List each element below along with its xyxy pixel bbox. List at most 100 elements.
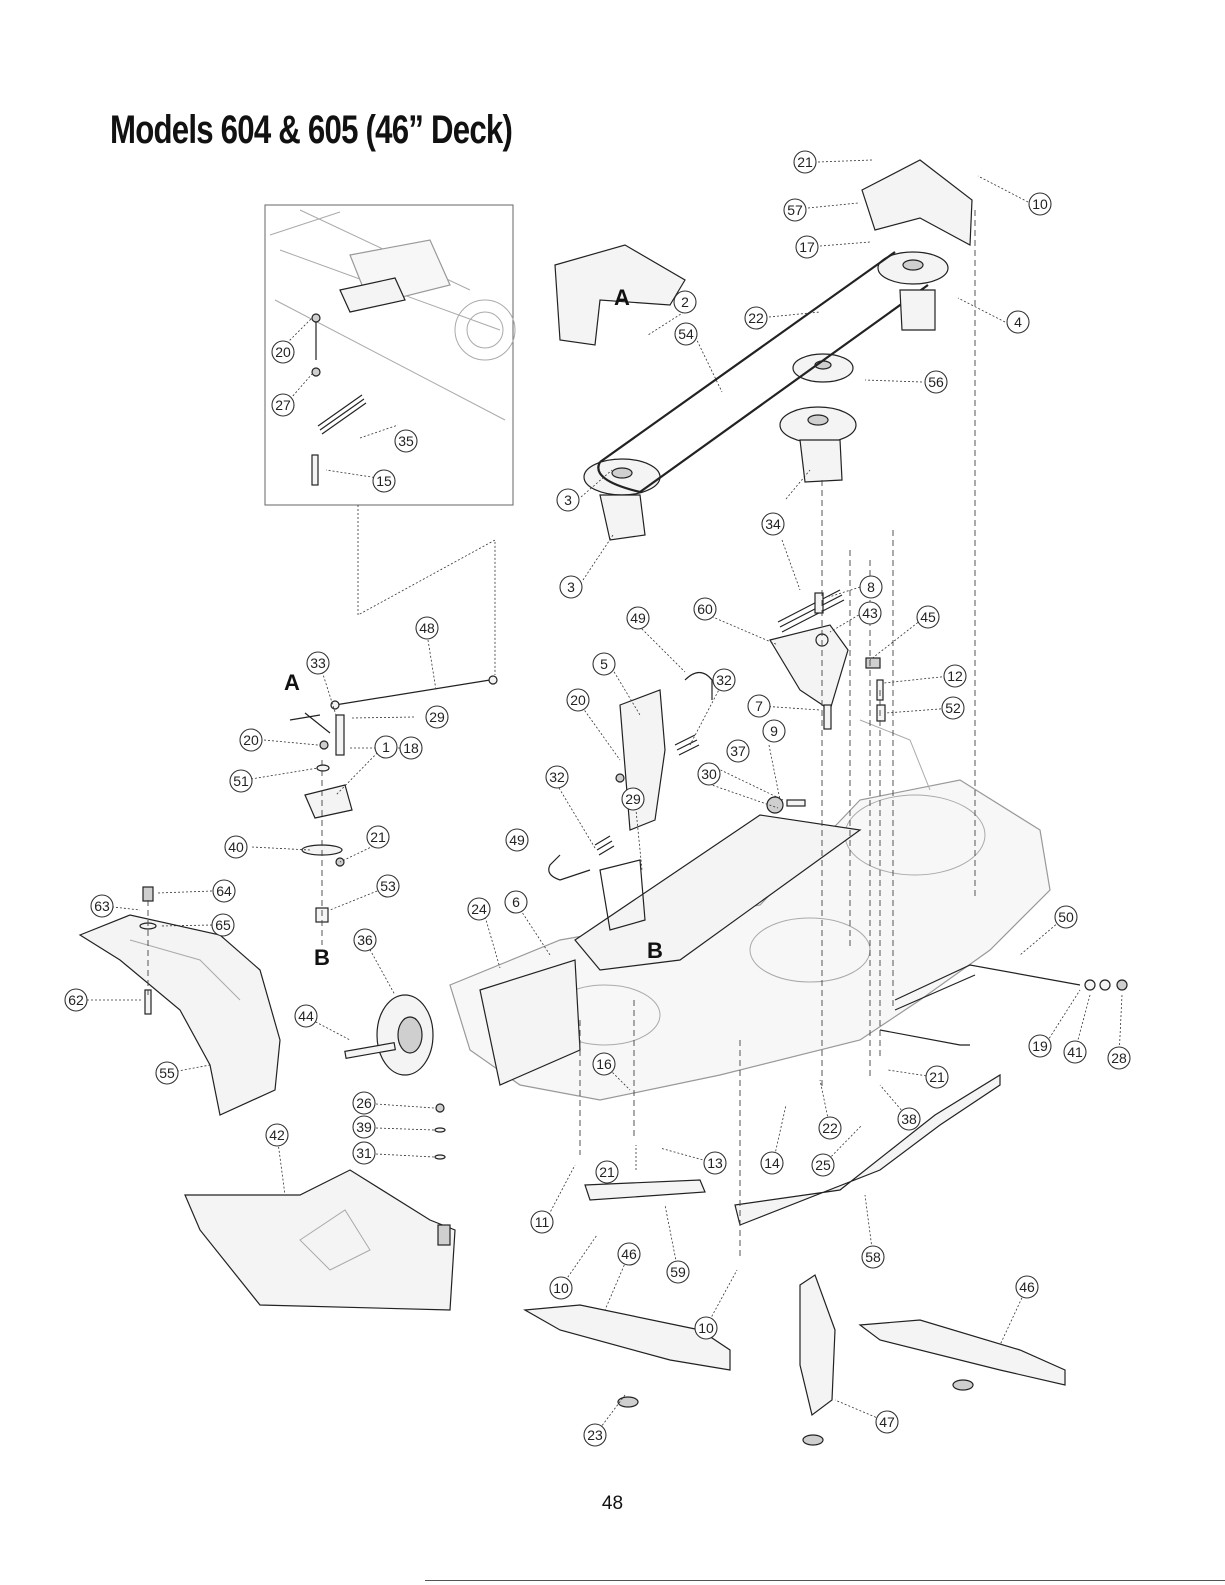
callout-45[interactable]: 45	[917, 606, 939, 628]
callout-28[interactable]: 28	[1108, 1047, 1130, 1069]
callout-2[interactable]: 2	[674, 291, 696, 313]
callout-10[interactable]: 10	[1029, 193, 1051, 215]
callout-42[interactable]: 42	[266, 1124, 288, 1146]
callout-12[interactable]: 12	[944, 665, 966, 687]
callout-20[interactable]: 20	[240, 729, 262, 751]
callout-3[interactable]: 3	[560, 576, 582, 598]
callout-48[interactable]: 48	[416, 617, 438, 639]
callout-3[interactable]: 3	[557, 489, 579, 511]
callout-41[interactable]: 41	[1064, 1041, 1086, 1063]
callout-32[interactable]: 32	[713, 669, 735, 691]
callout-31[interactable]: 31	[353, 1142, 375, 1164]
callout-54[interactable]: 54	[675, 323, 697, 345]
callout-43[interactable]: 43	[859, 602, 881, 624]
callout-30[interactable]: 30	[698, 763, 720, 785]
callout-65[interactable]: 65	[212, 914, 234, 936]
callout-27[interactable]: 27	[272, 394, 294, 416]
callout-7[interactable]: 7	[748, 695, 770, 717]
callout-10[interactable]: 10	[695, 1317, 717, 1339]
callout-37[interactable]: 37	[727, 740, 749, 762]
callout-14[interactable]: 14	[761, 1152, 783, 1174]
callout-59[interactable]: 59	[667, 1261, 689, 1283]
callout-21[interactable]: 21	[926, 1066, 948, 1088]
callout-56[interactable]: 56	[925, 371, 947, 393]
callout-19[interactable]: 19	[1029, 1035, 1051, 1057]
callout-6[interactable]: 6	[505, 891, 527, 913]
callout-46[interactable]: 46	[1016, 1276, 1038, 1298]
callout-26[interactable]: 26	[353, 1092, 375, 1114]
callout-58[interactable]: 58	[862, 1246, 884, 1268]
callout-1[interactable]: 1	[375, 736, 397, 758]
svg-text:43: 43	[862, 605, 878, 621]
callout-60[interactable]: 60	[694, 598, 716, 620]
callout-62[interactable]: 62	[65, 989, 87, 1011]
callout-25[interactable]: 25	[812, 1154, 834, 1176]
svg-text:20: 20	[570, 692, 586, 708]
callout-20[interactable]: 20	[272, 341, 294, 363]
svg-text:48: 48	[419, 620, 435, 636]
callout-50[interactable]: 50	[1055, 906, 1077, 928]
callout-21[interactable]: 21	[596, 1161, 618, 1183]
svg-text:23: 23	[587, 1427, 603, 1443]
callout-11[interactable]: 11	[531, 1211, 553, 1233]
svg-text:21: 21	[370, 829, 386, 845]
callout-38[interactable]: 38	[898, 1108, 920, 1130]
callout-22[interactable]: 22	[819, 1117, 841, 1139]
svg-text:27: 27	[275, 397, 291, 413]
callout-55[interactable]: 55	[156, 1062, 178, 1084]
svg-text:4: 4	[1014, 314, 1022, 330]
callout-29[interactable]: 29	[622, 788, 644, 810]
svg-text:19: 19	[1032, 1038, 1048, 1054]
svg-text:37: 37	[730, 743, 746, 759]
callout-23[interactable]: 23	[584, 1424, 606, 1446]
callout-53[interactable]: 53	[377, 875, 399, 897]
callout-22[interactable]: 22	[745, 307, 767, 329]
callout-18[interactable]: 18	[400, 737, 422, 759]
callout-35[interactable]: 35	[395, 430, 417, 452]
callout-49[interactable]: 49	[506, 829, 528, 851]
svg-text:45: 45	[920, 609, 936, 625]
callout-51[interactable]: 51	[230, 770, 252, 792]
callout-16[interactable]: 16	[593, 1053, 615, 1075]
callout-40[interactable]: 40	[225, 836, 247, 858]
svg-text:1: 1	[382, 739, 390, 755]
callout-47[interactable]: 47	[876, 1411, 898, 1433]
callout-9[interactable]: 9	[763, 720, 785, 742]
svg-text:42: 42	[269, 1127, 285, 1143]
callout-21[interactable]: 21	[794, 151, 816, 173]
svg-text:41: 41	[1067, 1044, 1083, 1060]
callout-5[interactable]: 5	[593, 653, 615, 675]
callout-24[interactable]: 24	[468, 898, 490, 920]
svg-text:46: 46	[1019, 1279, 1035, 1295]
callout-63[interactable]: 63	[91, 895, 113, 917]
svg-text:26: 26	[356, 1095, 372, 1111]
callout-17[interactable]: 17	[796, 236, 818, 258]
callout-13[interactable]: 13	[704, 1152, 726, 1174]
callout-20[interactable]: 20	[567, 689, 589, 711]
svg-text:44: 44	[298, 1008, 314, 1024]
callout-57[interactable]: 57	[784, 199, 806, 221]
svg-text:7: 7	[755, 698, 763, 714]
callout-32[interactable]: 32	[546, 766, 568, 788]
callout-21[interactable]: 21	[367, 826, 389, 848]
callout-8[interactable]: 8	[860, 576, 882, 598]
callout-34[interactable]: 34	[762, 513, 784, 535]
callout-29[interactable]: 29	[426, 706, 448, 728]
svg-text:65: 65	[215, 917, 231, 933]
callout-46[interactable]: 46	[618, 1243, 640, 1265]
callout-64[interactable]: 64	[213, 880, 235, 902]
svg-text:10: 10	[1032, 196, 1048, 212]
callout-44[interactable]: 44	[295, 1005, 317, 1027]
callout-15[interactable]: 15	[373, 470, 395, 492]
callout-52[interactable]: 52	[942, 697, 964, 719]
callout-36[interactable]: 36	[354, 929, 376, 951]
callout-10[interactable]: 10	[550, 1277, 572, 1299]
svg-text:47: 47	[879, 1414, 895, 1430]
svg-text:34: 34	[765, 516, 781, 532]
svg-text:35: 35	[398, 433, 414, 449]
callout-49[interactable]: 49	[627, 607, 649, 629]
callout-4[interactable]: 4	[1007, 311, 1029, 333]
callout-33[interactable]: 33	[307, 652, 329, 674]
callout-39[interactable]: 39	[353, 1116, 375, 1138]
svg-text:39: 39	[356, 1119, 372, 1135]
